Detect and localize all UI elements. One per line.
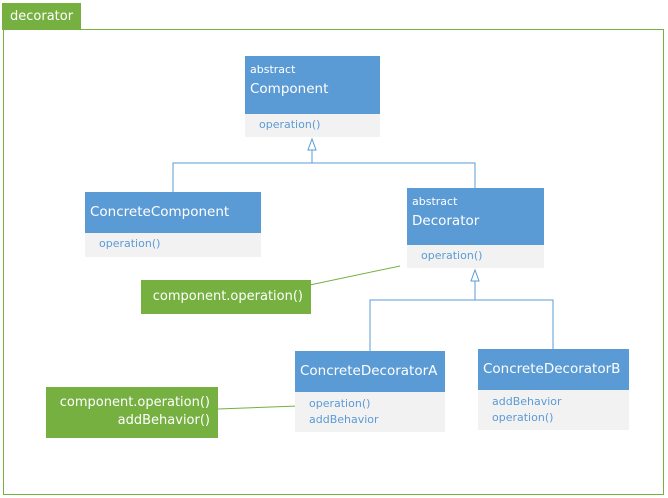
note-concrete-decorator-a[interactable]: component.operation() addBehavior() [46, 387, 218, 438]
member: operation() [309, 397, 371, 410]
class-concrete-decorator-a[interactable]: ConcreteDecoratorA operation() addBehavio… [295, 351, 445, 432]
stereotype: abstract [250, 63, 296, 76]
note-line: component.operation() [152, 289, 303, 304]
generalization-line-component [172, 162, 476, 192]
inheritance-arrow-icon [307, 137, 317, 151]
generalization-line-decorator [369, 299, 554, 351]
package-frame [3, 29, 664, 495]
class-name: ConcreteComponent [90, 204, 230, 220]
class-name: ConcreteDecoratorA [300, 363, 438, 379]
package-tab[interactable]: decorator [2, 3, 81, 30]
class-name: Component [250, 81, 329, 97]
class-name: ConcreteDecoratorB [483, 361, 621, 377]
note-link [217, 405, 299, 410]
stereotype: abstract [412, 195, 458, 208]
member: operation() [421, 249, 483, 262]
member: addBehavior [309, 413, 379, 426]
class-concrete-component[interactable]: ConcreteComponent operation() [85, 192, 261, 257]
note-line: addBehavior() [117, 413, 210, 428]
class-name: Decorator [412, 213, 480, 229]
member: operation() [259, 118, 321, 131]
note-line: component.operation() [59, 395, 210, 410]
member: operation() [99, 237, 161, 250]
class-concrete-decorator-b[interactable]: ConcreteDecoratorB addBehavior operation(… [478, 349, 629, 430]
member: addBehavior [492, 395, 562, 408]
inheritance-arrow-icon [470, 268, 480, 282]
member: operation() [492, 411, 554, 424]
note-decorator-operation[interactable]: component.operation() [141, 280, 311, 314]
note-link [304, 265, 401, 287]
